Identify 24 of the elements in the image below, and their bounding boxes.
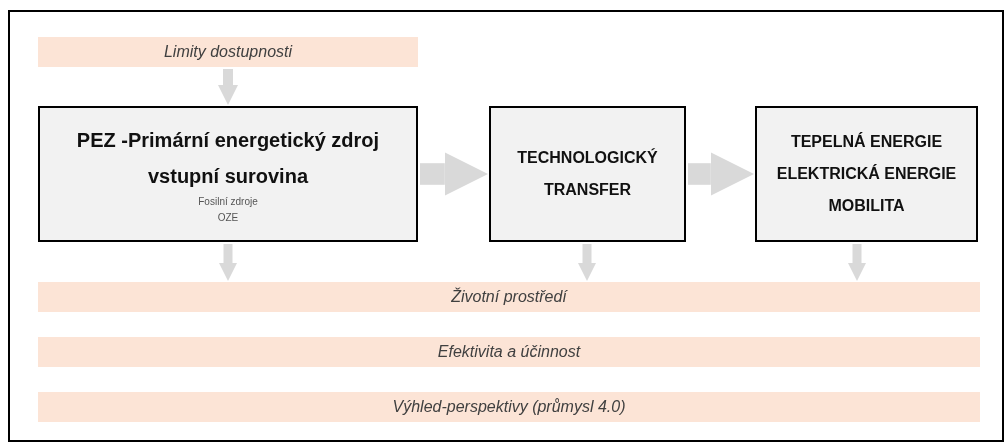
- box-heading: TEPELNÁ ENERGIE: [790, 131, 943, 152]
- arrow: [578, 244, 596, 281]
- arrow: [219, 244, 237, 281]
- band-label: Životní prostředí: [451, 286, 567, 307]
- arrow: [218, 69, 238, 105]
- box-heading: TECHNOLOGICKÝ TRANSFER: [516, 147, 659, 200]
- box-heading: ELEKTRICKÁ ENERGIE: [776, 163, 957, 184]
- band: [38, 37, 418, 67]
- band-label: Výhled-perspektivy (průmysl 4.0): [392, 397, 626, 417]
- process-box: [38, 106, 418, 242]
- band: [38, 282, 980, 312]
- box-note: OZE: [217, 211, 239, 225]
- arrow: [420, 152, 488, 196]
- box-heading: MOBILITA: [828, 196, 905, 216]
- arrow: [688, 152, 754, 196]
- band-label: Efektivita a účinnost: [437, 342, 581, 362]
- arrow: [848, 244, 866, 281]
- band-label: Limity dostupnosti: [163, 42, 293, 62]
- process-box: [489, 106, 686, 242]
- box-heading: PEZ -Primární energetický zdroj vstupní surovina: [75, 128, 381, 189]
- box-note: Fosilní zdroje: [198, 195, 258, 209]
- band: [38, 392, 980, 422]
- band: [38, 337, 980, 367]
- process-box: [755, 106, 978, 242]
